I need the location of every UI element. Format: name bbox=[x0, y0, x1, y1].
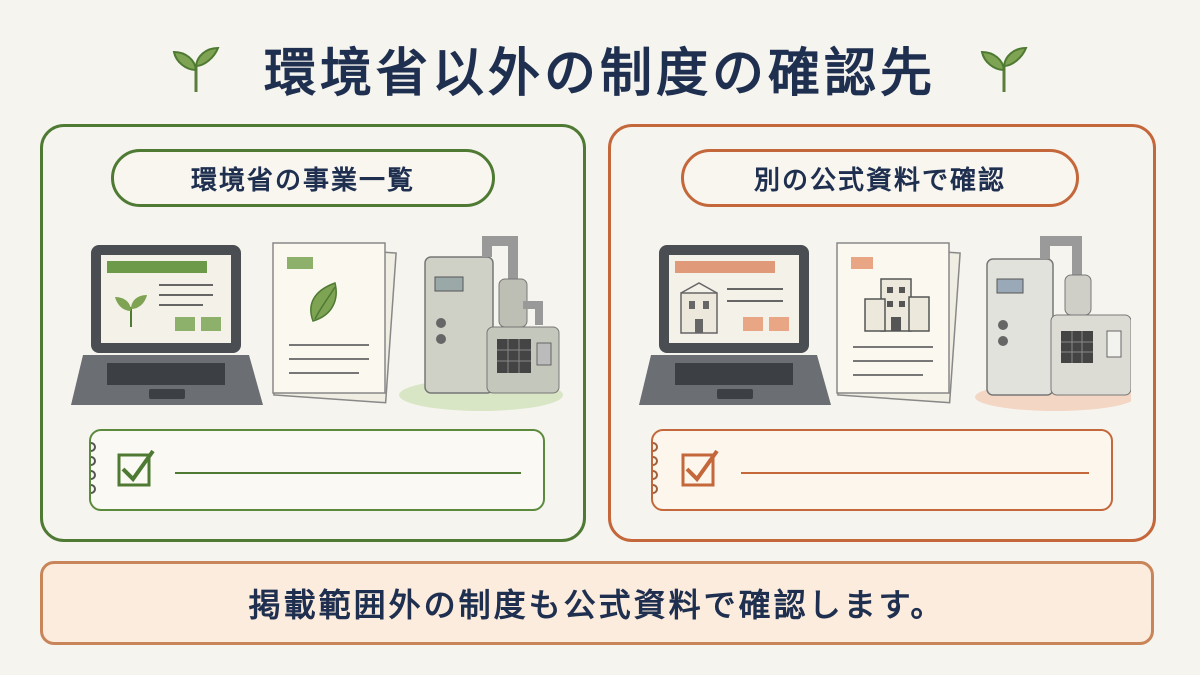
right-illustration bbox=[639, 236, 1131, 411]
notebook-binding-icon bbox=[91, 442, 96, 494]
laptop-icon bbox=[639, 245, 831, 405]
notebook-binding-icon bbox=[653, 442, 658, 494]
footer-note: 掲載範囲外の制度も公式資料で確認します。 bbox=[40, 561, 1154, 645]
sprout-icon bbox=[172, 46, 220, 92]
checklist bbox=[89, 429, 545, 511]
machine-icon bbox=[975, 236, 1131, 411]
sprout-icon bbox=[980, 46, 1028, 92]
right-panel: 別の公式資料で確認 bbox=[608, 124, 1156, 542]
right-panel-label: 別の公式資料で確認 bbox=[681, 149, 1079, 207]
page-title: 環境省以外の制度の確認先 bbox=[263, 43, 936, 104]
checklist bbox=[651, 429, 1113, 511]
left-panel: 環境省の事業一覧 bbox=[40, 124, 586, 542]
document-icon bbox=[272, 242, 397, 404]
checkbox-icon bbox=[681, 449, 719, 487]
laptop-icon bbox=[71, 245, 263, 405]
left-panel-label: 環境省の事業一覧 bbox=[111, 149, 495, 207]
building-icon bbox=[680, 282, 718, 334]
document-icon bbox=[836, 242, 961, 404]
checkbox-icon bbox=[117, 449, 155, 487]
machine-icon bbox=[399, 236, 563, 411]
title-row: 環境省以外の制度の確認先 bbox=[0, 28, 1200, 108]
building-icon bbox=[864, 278, 930, 332]
left-illustration bbox=[71, 236, 563, 411]
